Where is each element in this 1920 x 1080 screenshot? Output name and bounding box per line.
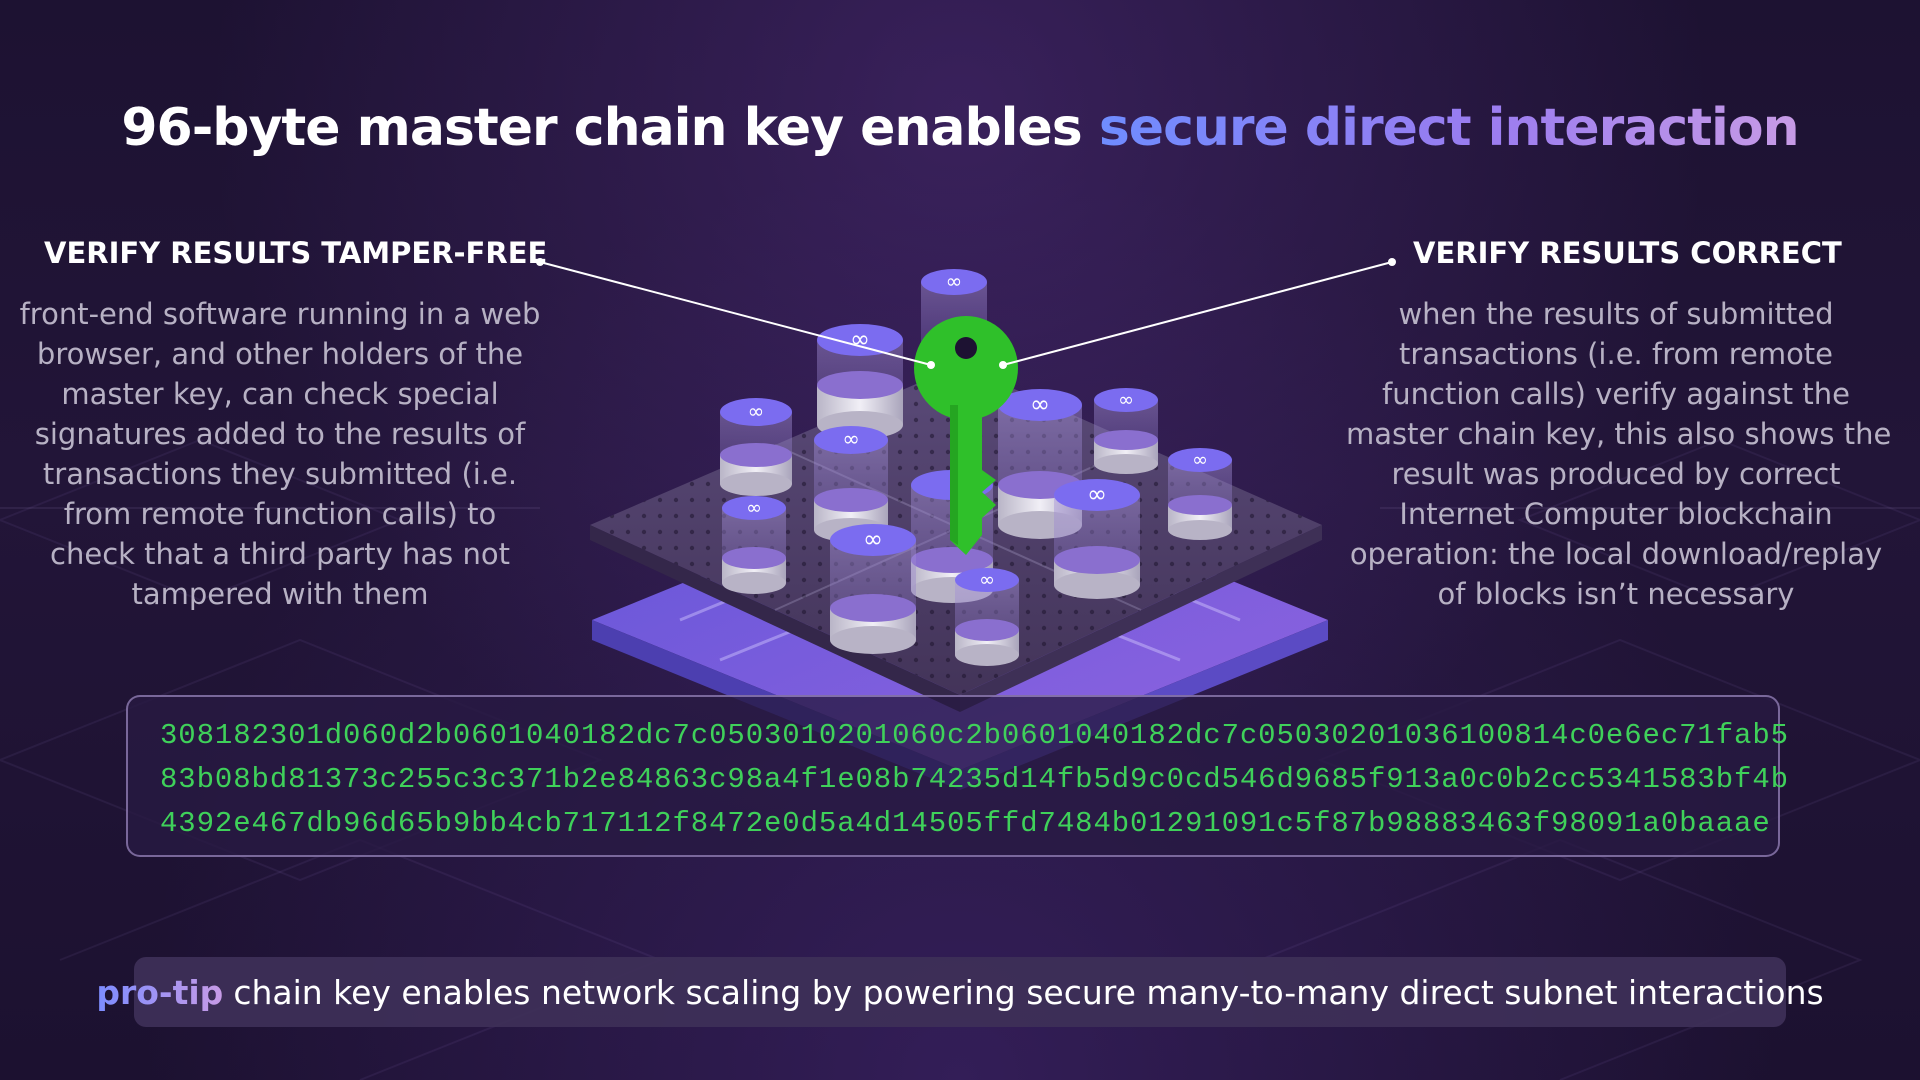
- left-line: master key, can check special: [61, 377, 499, 411]
- title-main: 96-byte master chain key enables: [121, 98, 1082, 158]
- master-key-display: 308182301d060d2b0601040182dc7c0503010201…: [126, 695, 1788, 857]
- canister: ∞: [830, 524, 916, 654]
- left-line: browser, and other holders of the: [36, 337, 524, 371]
- canister: ∞: [817, 324, 903, 439]
- title-accent: secure direct interaction: [1098, 98, 1800, 158]
- master-key-line: 83b08bd81373c255c3c371b2e84863c98a4f1e08…: [160, 763, 1789, 796]
- left-line: check that a third party has not: [50, 537, 510, 571]
- svg-text:∞: ∞: [946, 269, 963, 293]
- right-heading: VERIFY RESULTS CORRECT: [1413, 236, 1842, 270]
- svg-text:∞: ∞: [979, 569, 995, 591]
- canister: ∞: [1168, 448, 1232, 540]
- svg-text:∞: ∞: [748, 399, 765, 423]
- master-key-line: 4392e467db96d65b9bb4cb717112f8472e0d5a4d…: [160, 807, 1771, 840]
- canister: ∞: [955, 568, 1019, 666]
- left-line: tampered with them: [131, 577, 429, 611]
- page-title: 96-byte master chain key enables secure …: [0, 98, 1920, 158]
- left-line: transactions they submitted (i.e.: [42, 457, 518, 491]
- left-line: from remote function calls) to: [63, 497, 497, 531]
- protip-banner: pro-tip chain key enables network scalin…: [96, 957, 1824, 1027]
- canister: ∞: [722, 496, 786, 594]
- left-description: front-end software running in a web brow…: [10, 294, 550, 614]
- right-line: function calls) verify against the: [1382, 377, 1850, 411]
- protip-label: pro-tip: [96, 972, 224, 1012]
- svg-text:∞: ∞: [842, 427, 860, 451]
- svg-text:∞: ∞: [863, 525, 883, 553]
- key-icon: [914, 316, 1018, 555]
- left-line: signatures added to the results of: [34, 417, 526, 451]
- right-description: when the results of submitted transactio…: [1346, 294, 1892, 614]
- svg-text:∞: ∞: [1118, 389, 1134, 411]
- left-heading: VERIFY RESULTS TAMPER-FREE: [44, 236, 548, 270]
- right-line: when the results of submitted: [1398, 297, 1834, 331]
- right-line: operation: the local download/replay: [1349, 537, 1883, 571]
- svg-text:∞: ∞: [1192, 449, 1208, 471]
- right-line: of blocks isn’t necessary: [1437, 577, 1795, 611]
- right-line: transactions (i.e. from remote: [1398, 337, 1834, 371]
- master-key-line: 308182301d060d2b0601040182dc7c0503010201…: [160, 719, 1789, 752]
- canister: ∞: [1094, 388, 1158, 474]
- canister: ∞: [720, 398, 792, 496]
- right-line: master chain key, this also shows the: [1346, 417, 1892, 451]
- svg-text:∞: ∞: [1030, 390, 1050, 418]
- svg-text:∞: ∞: [746, 497, 762, 519]
- right-line: Internet Computer blockchain: [1399, 497, 1833, 531]
- protip-text: chain key enables network scaling by pow…: [233, 972, 1824, 1012]
- connector-lines: [536, 258, 1396, 369]
- right-line: result was produced by correct: [1391, 457, 1841, 491]
- canister: ∞: [1054, 479, 1140, 599]
- left-line: front-end software running in a web: [19, 297, 541, 331]
- svg-text:∞: ∞: [1087, 480, 1107, 508]
- canisters: ∞ ∞ ∞: [720, 269, 1232, 666]
